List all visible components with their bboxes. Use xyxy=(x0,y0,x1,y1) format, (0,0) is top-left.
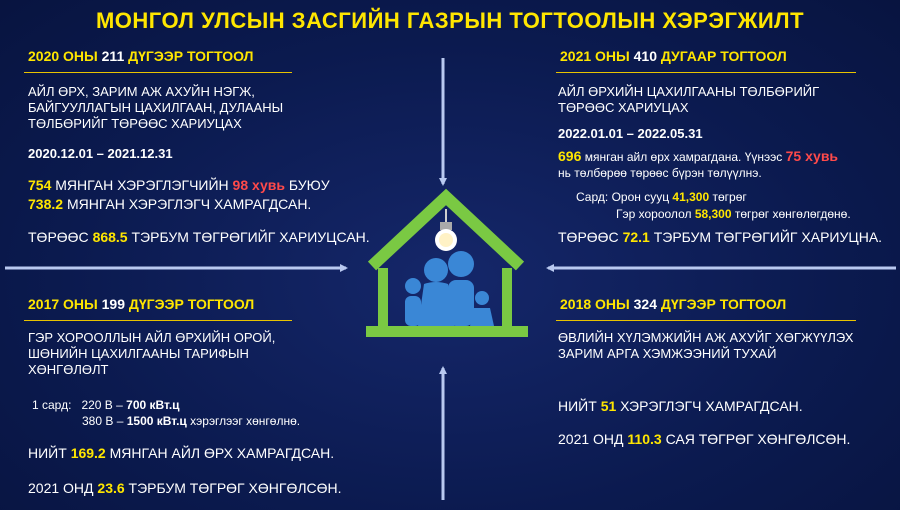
q2018-l2-end: ХЭРЭГЛЭГЧ ХАМРАГДСАН. xyxy=(620,398,803,414)
q2020-l1-end: БУЮУ xyxy=(288,177,330,193)
q2017-m2-pre: 380 В – xyxy=(82,414,124,428)
q2020-l1-num: 754 xyxy=(28,177,52,193)
q2018-divider xyxy=(556,320,856,321)
q2021-monthly-2: Гэр хороолол 58,300 төгрөг хөнгөлөгдөнө. xyxy=(616,207,851,221)
q2021-monthly-label: Сард: xyxy=(576,190,609,204)
q2017-rest: ДҮГЭЭР ТОГТООЛ xyxy=(128,296,255,312)
q2020-l2-num: 738.2 xyxy=(28,196,64,212)
q2018-year: 2018 ОНЫ xyxy=(560,296,630,312)
q2017-year: 2017 ОНЫ xyxy=(28,296,98,312)
q2021-l3-pre: ТӨРӨӨС xyxy=(558,229,619,245)
q2021-monthly-1: Сард: Орон сууц 41,300 төгрөг xyxy=(576,190,747,204)
q2017-l2-pre: НИЙТ xyxy=(28,445,67,461)
q2017-l3-pre: 2021 ОНД xyxy=(28,480,94,496)
q2020-l3-pre: ТӨРӨӨС xyxy=(28,229,89,245)
q2017-desc-3: ХӨНГӨЛӨЛТ xyxy=(28,362,109,377)
q2020-line-2: 738.2 МЯНГАН ХЭРЭГЛЭГЧ ХАМРАГДСАН. xyxy=(28,196,311,212)
q2020-l1-mid: МЯНГАН ХЭРЭГЛЭГЧИЙН xyxy=(55,177,229,193)
q2021-divider xyxy=(556,72,856,73)
q2017-header: 2017 ОНЫ 199 ДҮГЭЭР ТОГТООЛ xyxy=(28,296,254,312)
q2021-line-1: 696 мянган айл өрх хамрагдана. Үүнээс 75… xyxy=(558,148,838,165)
q2018-desc-2: ЗАРИМ АРГА ХЭМЖЭЭНИЙ ТУХАЙ xyxy=(558,346,777,361)
q2018-l3-pre: 2021 ОНД xyxy=(558,431,624,447)
q2017-m1-num: 700 кВт.ц xyxy=(126,398,180,412)
q2020-header: 2020 ОНЫ 211 ДҮГЭЭР ТОГТООЛ xyxy=(28,48,253,64)
q2017-l3-end: ТЭРБУМ ТӨГРӨГ ХӨНГӨЛСӨН. xyxy=(128,480,342,496)
q2017-desc-2: ШӨНИЙН ЦАХИЛГААНЫ ТАРИФЫН xyxy=(28,346,249,361)
q2020-desc-3: ТӨЛБӨРИЙГ ТӨРӨӨС ХАРИУЦАХ xyxy=(28,116,242,131)
q2021-l1-num: 696 xyxy=(558,148,582,164)
q2020-desc-2: БАЙГУУЛЛАГЫН ЦАХИЛГААН, ДУЛААНЫ xyxy=(28,100,284,115)
q2020-line-1: 754 МЯНГАН ХЭРЭГЛЭГЧИЙН 98 хувь БУЮУ xyxy=(28,177,330,193)
q2018-num: 324 xyxy=(633,296,657,312)
q2017-divider xyxy=(24,320,292,321)
q2020-l1-pct: 98 хувь xyxy=(232,177,285,193)
house-icon xyxy=(366,188,528,337)
q2021-l1-mid: мянган айл өрх хамрагдана. Үүнээс xyxy=(584,150,783,164)
q2021-m2-pre: Гэр хороолол xyxy=(616,207,692,221)
q2021-num: 410 xyxy=(633,48,657,64)
q2021-m1-end: төгрөг xyxy=(712,190,747,204)
q2021-m2-num: 58,300 xyxy=(694,207,732,221)
q2021-desc-2: ТӨРӨӨС ХАРИУЦАХ xyxy=(558,100,689,115)
q2020-l3-end: ТЭРБУМ ТӨГРӨГИЙГ ХАРИУЦСАН. xyxy=(131,229,370,245)
q2017-m1-pre: 220 В – xyxy=(81,398,123,412)
q2018-l2-num: 51 xyxy=(600,398,617,414)
q2017-m2-end: хэрэглээг хөнгөлнө. xyxy=(190,414,301,428)
q2017-l3-num: 23.6 xyxy=(97,480,125,496)
q2020-divider xyxy=(24,72,292,73)
q2018-line-2: НИЙТ 51 ХЭРЭГЛЭГЧ ХАМРАГДСАН. xyxy=(558,398,803,414)
q2021-l3-end: ТЭРБУМ ТӨГРӨГИЙГ ХАРИУЦНА. xyxy=(653,229,883,245)
q2017-line-2: НИЙТ 169.2 МЯНГАН АЙЛ ӨРХ ХАМРАГДСАН. xyxy=(28,445,334,461)
q2017-monthly-1: 1 сард: 220 В – 700 кВт.ц xyxy=(32,398,180,412)
q2021-header: 2021 ОНЫ 410 ДУГААР ТОГТООЛ xyxy=(560,48,787,64)
q2021-line-1b: нь төлбөрөө төрөөс бүрэн төлүүлнэ. xyxy=(558,166,762,180)
light-bulb-icon xyxy=(435,209,457,251)
q2021-year: 2021 ОНЫ xyxy=(560,48,630,64)
q2018-l3-num: 110.3 xyxy=(627,431,662,447)
q2020-period: 2020.12.01 – 2021.12.31 xyxy=(28,146,173,161)
q2020-l2-end: МЯНГАН ХЭРЭГЛЭГЧ ХАМРАГДСАН. xyxy=(66,196,312,212)
q2020-rest: ДҮГЭЭР ТОГТООЛ xyxy=(128,48,254,64)
q2017-l2-end: МЯНГАН АЙЛ ӨРХ ХАМРАГДСАН. xyxy=(109,445,335,461)
q2021-m1-pre: Орон сууц xyxy=(611,190,670,204)
q2018-desc-1: ӨВЛИЙН ХҮЛЭМЖИЙН АЖ АХУЙГ ХӨГЖҮҮЛЭХ xyxy=(558,330,854,345)
q2021-l3-num: 72.1 xyxy=(622,229,650,245)
q2017-m2-num: 1500 кВт.ц xyxy=(126,414,187,428)
q2020-line-3: ТӨРӨӨС 868.5 ТЭРБУМ ТӨГРӨГИЙГ ХАРИУЦСАН. xyxy=(28,229,370,245)
q2017-desc-1: ГЭР ХОРООЛЛЫН АЙЛ ӨРХИЙН ОРОЙ, xyxy=(28,330,276,345)
q2021-m2-end: төгрөг хөнгөлөгдөнө. xyxy=(734,207,851,221)
q2020-year: 2020 ОНЫ xyxy=(28,48,98,64)
q2018-rest: ДҮГЭЭР ТОГТООЛ xyxy=(660,296,787,312)
q2017-monthly-label: 1 сард: xyxy=(32,398,72,412)
q2017-monthly-2: 380 В – 1500 кВт.ц хэрэглээг хөнгөлнө. xyxy=(82,414,300,428)
q2020-num: 211 xyxy=(101,48,125,64)
q2017-line-3: 2021 ОНД 23.6 ТЭРБУМ ТӨГРӨГ ХӨНГӨЛСӨН. xyxy=(28,480,342,496)
q2018-l3-end: САЯ ТӨГРӨГ ХӨНГӨЛСӨН. xyxy=(665,431,851,447)
q2021-period: 2022.01.01 – 2022.05.31 xyxy=(558,126,703,141)
page-title: МОНГОЛ УЛСЫН ЗАСГИЙН ГАЗРЫН ТОГТООЛЫН ХЭ… xyxy=(95,8,805,33)
q2018-l2-pre: НИЙТ xyxy=(558,398,597,414)
q2018-line-3: 2021 ОНД 110.3 САЯ ТӨГРӨГ ХӨНГӨЛСӨН. xyxy=(558,431,850,447)
q2021-line-3: ТӨРӨӨС 72.1 ТЭРБУМ ТӨГРӨГИЙГ ХАРИУЦНА. xyxy=(558,229,882,245)
q2021-rest: ДУГААР ТОГТООЛ xyxy=(660,48,787,64)
q2021-desc-1: АЙЛ ӨРХИЙН ЦАХИЛГААНЫ ТӨЛБӨРИЙГ xyxy=(558,84,820,99)
q2020-desc-1: АЙЛ ӨРХ, ЗАРИМ АЖ АХУЙН НЭГЖ, xyxy=(28,84,255,99)
q2017-num: 199 xyxy=(101,296,125,312)
q2021-m1-num: 41,300 xyxy=(672,190,710,204)
family-icon xyxy=(405,251,494,326)
q2017-l2-num: 169.2 xyxy=(70,445,106,461)
q2021-l1-pct: 75 хувь xyxy=(785,148,839,164)
q2018-header: 2018 ОНЫ 324 ДҮГЭЭР ТОГТООЛ xyxy=(560,296,786,312)
q2020-l3-num: 868.5 xyxy=(92,229,128,245)
